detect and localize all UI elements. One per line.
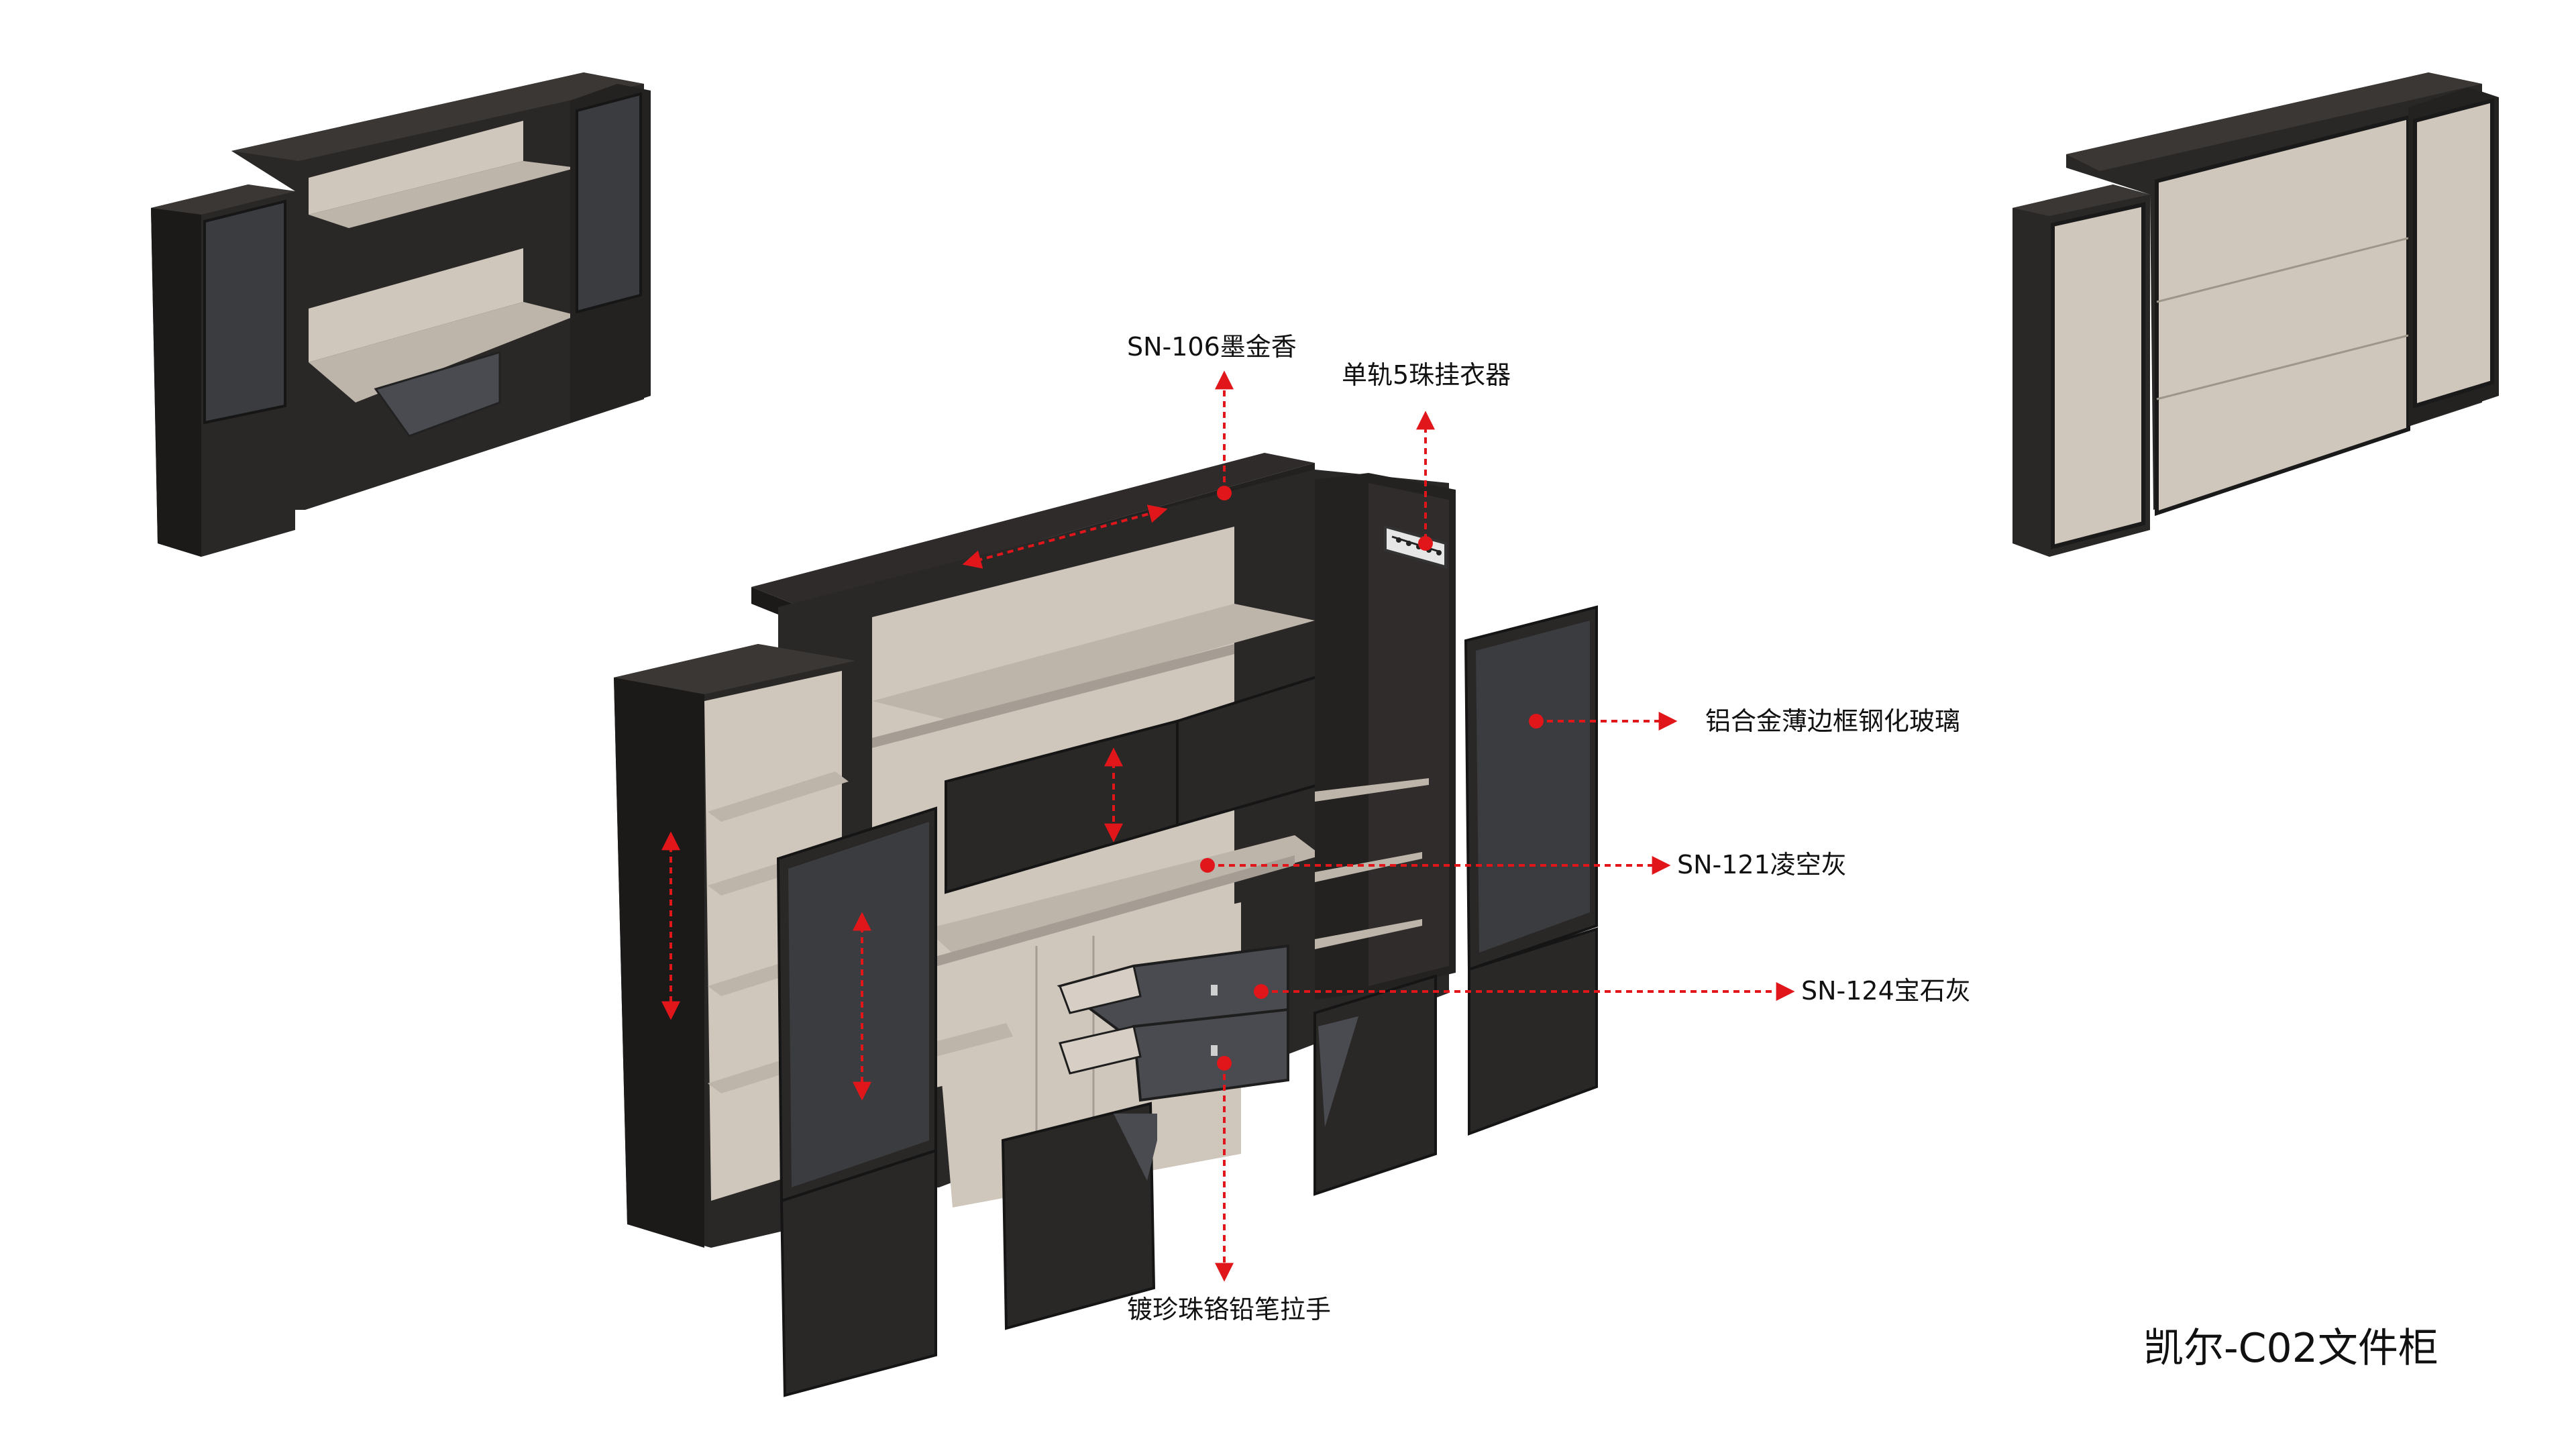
assembled-back-view	[2012, 72, 2499, 557]
label-handle: 镀珍珠铬铅笔拉手	[1127, 1295, 1331, 1324]
label-inner-finish: SN-121凌空灰	[1677, 850, 1847, 879]
exploded-view	[614, 453, 1597, 1395]
glass-door-left	[205, 201, 285, 423]
back-panel	[2157, 117, 2408, 513]
label-top-finish: SN-106墨金香	[1127, 332, 1297, 362]
label-drawer-finish: SN-124宝石灰	[1801, 976, 1971, 1006]
page-title: 凯尔-C02文件柜	[2143, 1325, 2438, 1372]
drawer-lock-bottom	[1211, 1045, 1218, 1056]
label-glass-door: 铝合金薄边框钢化玻璃	[1705, 706, 1960, 736]
glass-door-right	[577, 94, 641, 312]
drawer-lock-top	[1211, 985, 1218, 996]
assembled-front-view	[151, 72, 651, 557]
label-hanger: 单轨5珠挂衣器	[1342, 360, 1511, 390]
